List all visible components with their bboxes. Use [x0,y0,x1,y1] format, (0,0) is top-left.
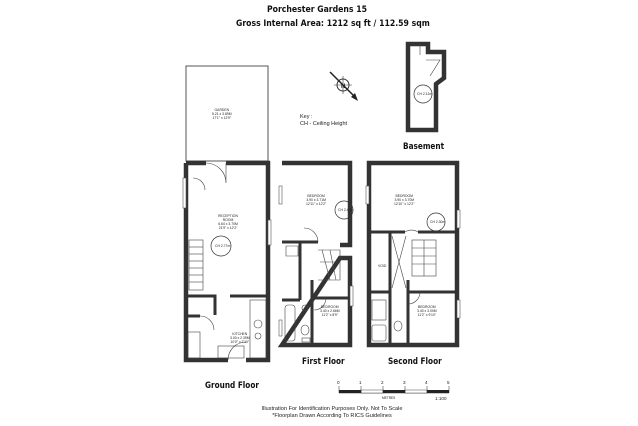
room-reception: RECEPTION ROOM 6.64 x 3.70M 21'9" x 12'2… [216,214,240,230]
second-floor-label: Second Floor [388,357,442,367]
room-dims: 3.00 x 2.39M [230,336,250,340]
ch-first: CH 2.43m [338,208,354,212]
ch-circle-ground [210,235,232,257]
room-dims: 3.40 x 3.00M [417,309,437,313]
scale-tick-1: 1 [359,380,362,385]
room-name: BEDROOM [395,194,413,198]
room-dims: 3.90 x 3.71M [306,198,326,202]
ch-circle-second [426,212,446,232]
room-first-bedroom-1: BEDROOM 3.90 x 3.71M 12'11" x 12'2" [306,194,326,206]
scale-unit: METRES [382,396,396,400]
first-stairs [318,249,341,281]
room-dims: 5.21 x 3.89M [212,112,232,116]
room-first-bedroom-2: BEDROOM 3.40 x 2.66M 11'2" x 8'9" [320,305,340,317]
page-title: Porchester Gardens 15 [267,5,368,15]
room-second-bedroom-2: BEDROOM 3.40 x 3.00M 11'2" x 9'10" [417,305,437,317]
first-floor-plan [277,160,354,348]
room-dims: 6.64 x 3.70M [218,222,238,226]
room-name: GARDEN [214,108,230,112]
room-imperial: 12'10" x 12'2" [394,202,415,206]
gross-area: Gross Internal Area: 1212 sq ft / 112.59… [236,19,430,29]
ground-floor-plan [182,160,272,363]
second-stairs [411,239,437,277]
scale-bar [338,386,450,394]
room-dims: 3.40 x 2.66M [320,309,340,313]
room-name: BEDROOM [307,194,325,198]
ground-floor-label: Ground Floor [205,381,259,391]
basement-plan [405,41,447,133]
basement-label: Basement [403,142,445,152]
scale-tick-5: 5 [447,380,450,385]
first-floor-label: First Floor [302,357,345,367]
room-imperial: 12'11" x 12'2" [306,202,327,206]
ch-ground: CH 2.77m [215,244,231,248]
footer-rics: *Floorplan Drawn According To RICS Guide… [272,413,392,419]
room-imperial: 17'1" x 12'9" [212,116,232,120]
ground-stairs [188,239,204,291]
scale-ratio: 1:100 [435,396,447,401]
compass-rose: N [329,71,358,101]
scale-tick-3: 3 [403,380,406,385]
footer-disclaimer: Illustration For Identification Purposes… [261,406,403,412]
ch-circle-first [334,200,354,220]
room-name: RECEPTION ROOM [218,214,238,222]
second-floor-plan [365,160,461,348]
room-second-bedroom-1: BEDROOM 3.90 x 3.70M 12'10" x 12'2" [394,194,414,206]
key-label: Key : [300,114,313,120]
room-dims: 3.90 x 3.70M [394,198,415,202]
ch-basement: CH 2.12m [417,92,433,96]
room-imperial: 11'2" x 9'10" [417,313,436,317]
ch-circle-basement [413,84,433,104]
scale-tick-4: 4 [425,380,428,385]
room-imperial: 21'9" x 12'2" [218,226,238,230]
key-entry: CH - Ceiling Height [300,121,348,127]
room-imperial: 10'0" x 7'10" [230,340,250,344]
scale-tick-2: 2 [381,380,384,385]
room-imperial: 11'2" x 8'9" [321,313,339,317]
room-name: KITCHEN [232,332,248,336]
room-garden: GARDEN 5.21 x 3.89M 17'1" x 12'9" [212,108,232,120]
room-name: BEDROOM [321,305,339,309]
ch-second: CH 2.30m [430,220,446,224]
room-void: VOID [378,264,387,268]
scale-tick-0: 0 [337,380,340,385]
room-kitchen: KITCHEN 3.00 x 2.39M 10'0" x 7'10" [230,332,250,344]
room-name: BEDROOM [418,305,436,309]
svg-text:N: N [341,84,345,90]
